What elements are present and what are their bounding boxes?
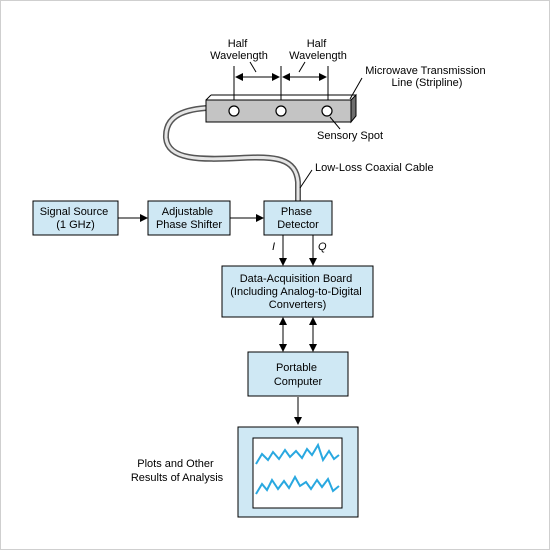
display-screen — [252, 437, 343, 509]
signal-source-block: Signal Source (1 GHz) — [32, 200, 119, 236]
plot-trace-lower — [255, 474, 340, 495]
signal-q-label: Q — [318, 241, 327, 253]
stripline — [205, 93, 357, 124]
sensory-spot-2 — [275, 105, 287, 117]
coaxial-cable — [163, 105, 301, 205]
sensory-spot-label: Sensory Spot — [317, 130, 383, 142]
sensory-spot-1 — [228, 105, 240, 117]
dimension-lines — [233, 61, 329, 100]
signal-i-label: I — [272, 241, 275, 253]
half-wavelength-label-1: Half Wavelength — [210, 38, 268, 62]
half-wavelength-label-2: Half Wavelength — [289, 38, 347, 62]
transmission-line-label: Microwave Transmission Line (Stripline) — [365, 65, 488, 89]
plot-trace-upper — [255, 442, 340, 465]
plots-label: Plots and Other Results of Analysis — [131, 458, 224, 484]
computer-block: Portable Computer — [247, 351, 349, 397]
sensory-spot-3 — [321, 105, 333, 117]
svg-text:Phase Detector: Phase Detector — [277, 206, 319, 231]
coax-cable-leader — [299, 169, 313, 189]
coax-cable-label: Low-Loss Coaxial Cable — [315, 162, 434, 174]
svg-text:Data-Acquisition Board (: Data-Acquisition Board (Including Analog… — [230, 273, 365, 311]
svg-text:Adjustable Phase Shifter: Adjustable Phase Shifter — [156, 206, 222, 231]
results-display — [237, 426, 359, 518]
svg-text:Signal Source (1 GHz): Signal Source (1 GHz) — [40, 206, 112, 231]
sensory-spot-leader — [329, 116, 341, 130]
phase-detector-block: Phase Detector — [263, 200, 333, 236]
daq-board-block: Data-Acquisition Board (Including Analog… — [221, 265, 374, 318]
phase-shifter-block: Adjustable Phase Shifter — [147, 200, 231, 236]
svg-text:Portable Computer: Portable Computer — [274, 362, 323, 388]
